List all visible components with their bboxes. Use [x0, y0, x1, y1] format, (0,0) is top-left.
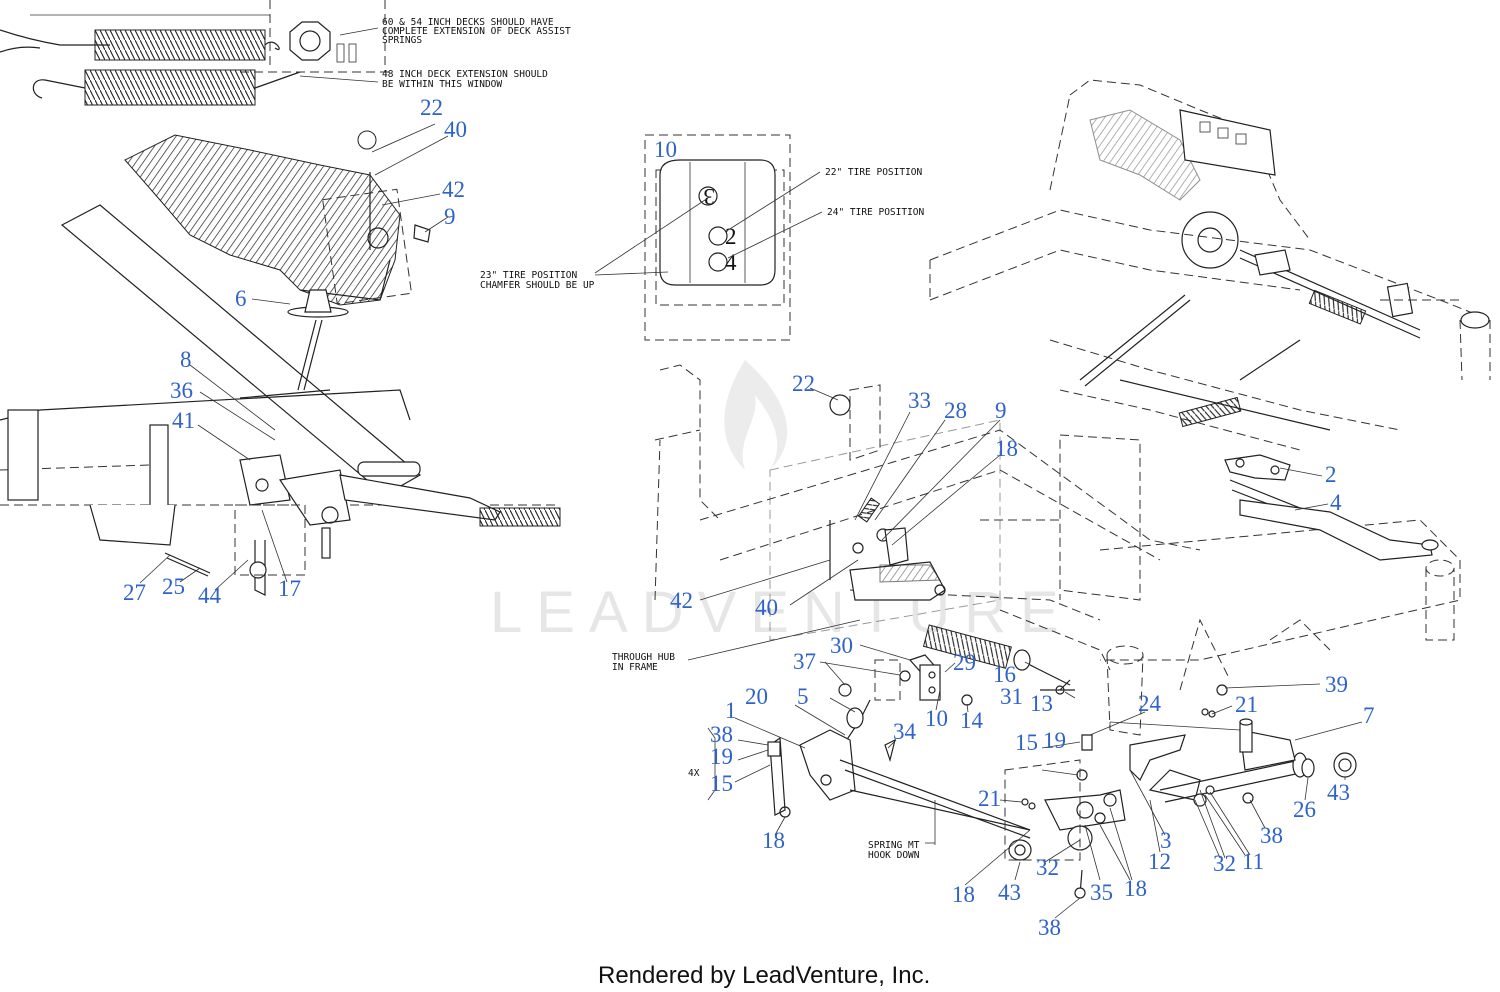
callout-9-lower: 9 [995, 398, 1007, 423]
note-deck48-2: BE WITHIN THIS WINDOW [382, 79, 502, 90]
callout-32-left: 32 [1036, 855, 1059, 880]
callout-28: 28 [944, 398, 967, 423]
callout-19-left: 19 [710, 744, 733, 769]
callout-12: 12 [1148, 849, 1171, 874]
callout-17: 17 [278, 576, 301, 601]
plate-hole-bottom-label: 4 [725, 250, 737, 275]
watermark: LEADVENTURE [490, 360, 1073, 645]
callout-18-frame: 18 [995, 436, 1018, 461]
callout-10-plate: 10 [654, 137, 677, 162]
note-spring-2: HOOK DOWN [868, 850, 920, 861]
callout-41: 41 [172, 408, 195, 433]
callout-42-lower: 42 [670, 588, 693, 613]
footer-credit: Rendered by LeadVenture, Inc. [598, 962, 930, 989]
callout-42-upper: 42 [442, 177, 465, 202]
callout-13: 13 [1030, 691, 1053, 716]
note-spring-1: SPRING MT [868, 840, 920, 851]
callout-31: 31 [1000, 684, 1023, 709]
callout-44: 44 [198, 583, 222, 608]
plate-hole-top-label: 3 [704, 184, 716, 209]
note-tire22: 22" TIRE POSITION [825, 167, 923, 178]
callout-30: 30 [830, 633, 853, 658]
callout-34: 34 [893, 719, 917, 744]
callout-33: 33 [908, 388, 931, 413]
note-tire24: 24" TIRE POSITION [827, 207, 925, 218]
callout-38-left: 38 [710, 722, 733, 747]
callout-38-right: 38 [1260, 823, 1283, 848]
note-tire23-2: CHAMFER SHOULD BE UP [480, 280, 595, 291]
callout-7: 7 [1363, 703, 1375, 728]
callout-40-lower: 40 [755, 595, 778, 620]
callout-4: 4 [1330, 490, 1342, 515]
callout-29: 29 [953, 650, 976, 675]
tractor-frame-overview [929, 79, 1491, 451]
callout-11: 11 [1242, 849, 1264, 874]
plate-hole-mid-label: 2 [725, 224, 737, 249]
callout-1: 1 [725, 698, 737, 723]
note-deck-assist-1: 60 & 54 INCH DECKS SHOULD HAVE [382, 17, 554, 28]
callout-15-right: 15 [1015, 730, 1038, 755]
note-deck48-1: 48 INCH DECK EXTENSION SHOULD [382, 69, 548, 80]
callout-22-lower: 22 [792, 371, 815, 396]
callout-38-bottom: 38 [1038, 915, 1061, 940]
note-hub-1: THROUGH HUB [612, 652, 675, 663]
callout-3: 3 [1160, 828, 1172, 853]
callout-21-lower: 21 [978, 786, 1001, 811]
watermark-text: LEADVENTURE [490, 580, 1073, 645]
lift-shaft-linkage [767, 624, 1357, 899]
callout-19-right: 19 [1043, 728, 1066, 753]
callout-9-upper: 9 [444, 204, 456, 229]
callout-39: 39 [1325, 672, 1348, 697]
callout-18-right: 18 [1124, 876, 1147, 901]
callout-8: 8 [180, 347, 192, 372]
callout-24: 24 [1138, 691, 1162, 716]
main-frame [654, 364, 1461, 736]
callout-32-right: 32 [1213, 851, 1236, 876]
callout-5: 5 [797, 684, 809, 709]
leader-hub [687, 619, 861, 661]
bracket-4x [707, 727, 716, 801]
lift-arms [1224, 454, 1439, 561]
callout-43-right: 43 [1327, 780, 1350, 805]
callout-10-lower: 10 [925, 706, 948, 731]
callout-40-upper: 40 [444, 117, 467, 142]
callout-14: 14 [960, 708, 984, 733]
callout-22-upper: 22 [420, 95, 443, 120]
callout-6: 6 [235, 286, 247, 311]
note-4x: 4X [688, 768, 700, 779]
callout-15-left: 15 [710, 771, 733, 796]
note-deck-assist-2: COMPLETE EXTENSION OF DECK ASSIST [382, 26, 571, 37]
deck-assist-spring-detail [0, 0, 390, 106]
callout-35: 35 [1090, 880, 1113, 905]
note-hub-2: IN FRAME [612, 662, 658, 673]
callout-18-left: 18 [762, 828, 785, 853]
callout-18-bottom: 18 [952, 882, 975, 907]
callout-leaders [139, 123, 1363, 919]
callout-20: 20 [745, 684, 768, 709]
callout-2: 2 [1325, 462, 1337, 487]
callout-21-upper: 21 [1235, 692, 1258, 717]
lift-handle-assembly [0, 130, 561, 596]
callout-37: 37 [793, 649, 816, 674]
callout-16: 16 [993, 662, 1016, 687]
callout-43-bottom: 43 [998, 880, 1021, 905]
callout-25: 25 [162, 574, 185, 599]
note-tire23-1: 23" TIRE POSITION [480, 270, 578, 281]
wheel-plate-detail: 3 2 4 [594, 134, 823, 341]
callout-36: 36 [170, 378, 193, 403]
note-deck-assist-3: SPRINGS [382, 35, 422, 46]
callout-26: 26 [1293, 797, 1316, 822]
callout-27: 27 [123, 580, 146, 605]
